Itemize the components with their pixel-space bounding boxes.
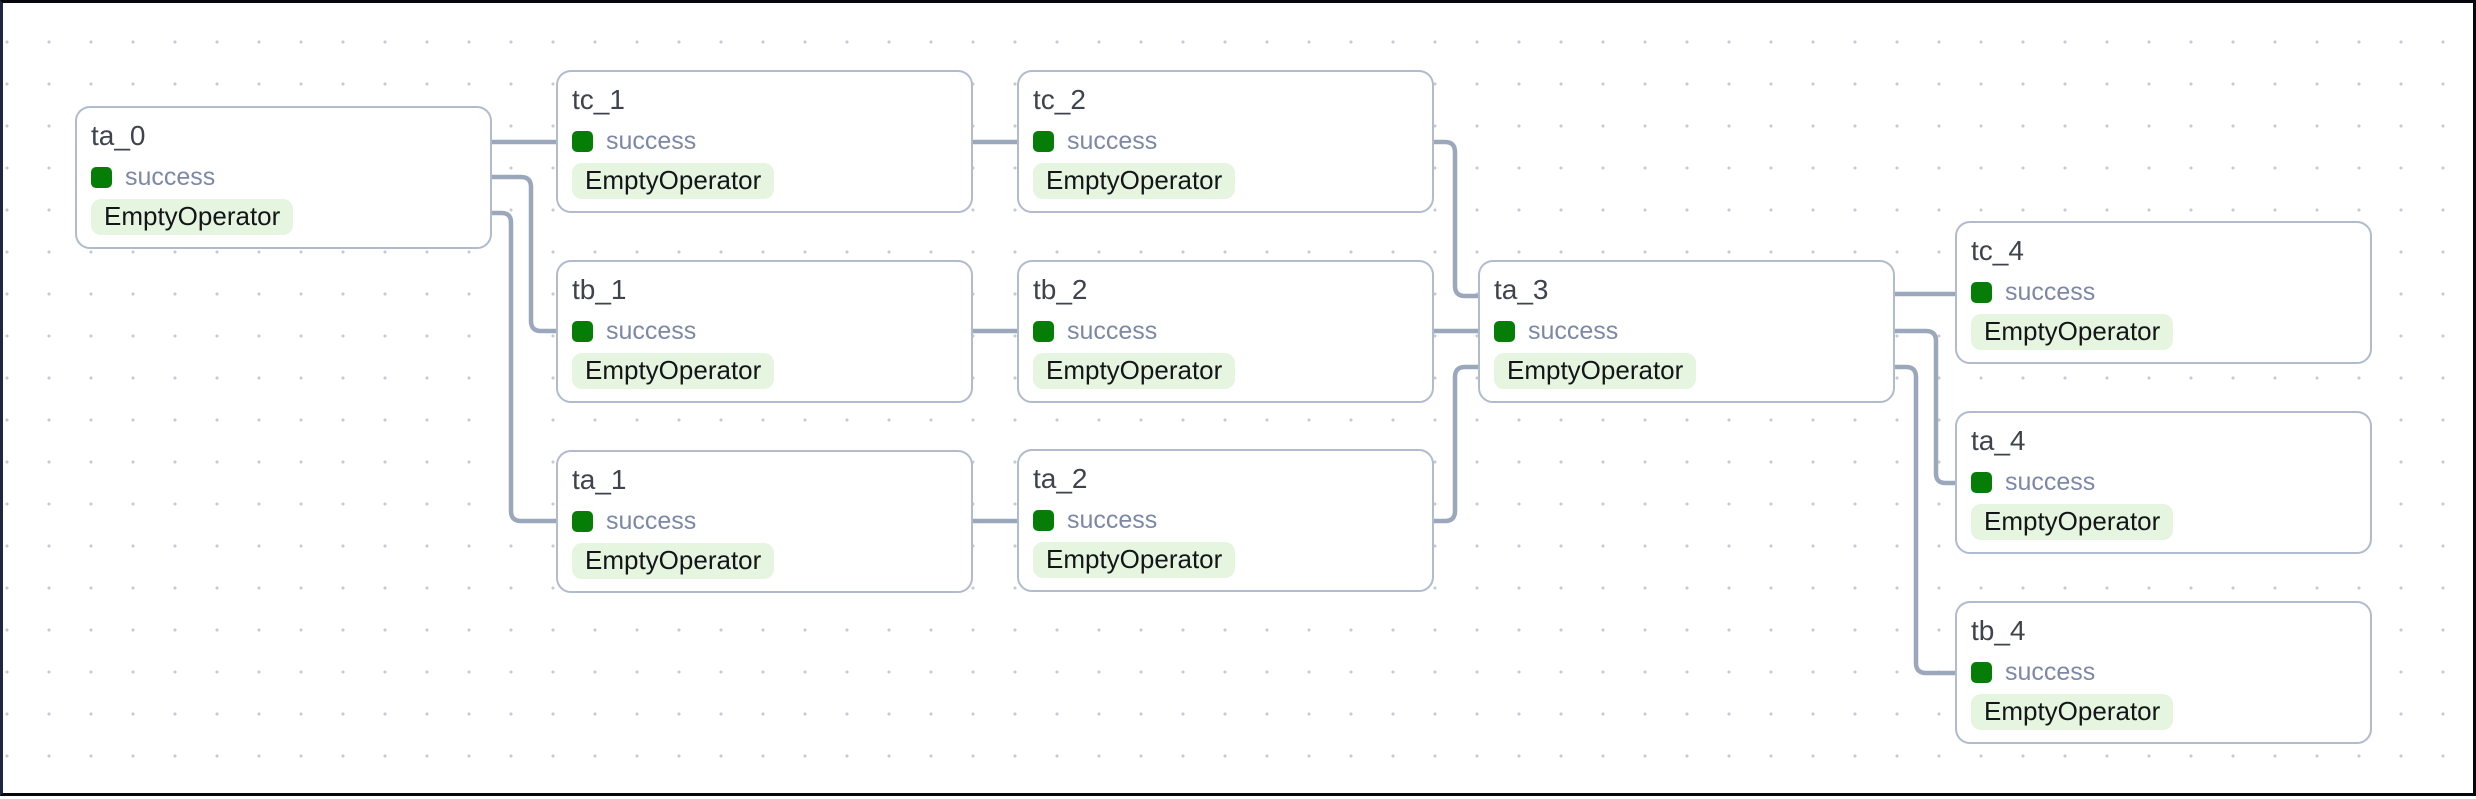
- task-operator-row: EmptyOperator: [572, 163, 957, 199]
- task-operator-row: EmptyOperator: [572, 353, 957, 389]
- task-operator-row: EmptyOperator: [1971, 314, 2356, 350]
- task-operator-row: EmptyOperator: [572, 543, 957, 579]
- task-node-tb_4[interactable]: tb_4 success EmptyOperator: [1955, 601, 2372, 744]
- task-state-row: success: [572, 507, 957, 535]
- task-node-tc_4[interactable]: tc_4 success EmptyOperator: [1955, 221, 2372, 364]
- edge-ta_0-to-tb_1: [492, 174, 556, 334]
- task-state-label: success: [2005, 467, 2096, 496]
- status-success-icon: [1971, 471, 1992, 493]
- task-operator-row: EmptyOperator: [1494, 353, 1879, 389]
- task-state-row: success: [572, 317, 957, 345]
- task-node-tb_1[interactable]: tb_1 success EmptyOperator: [556, 260, 973, 403]
- task-node-ta_2[interactable]: ta_2 success EmptyOperator: [1017, 449, 1434, 592]
- status-success-icon: [1971, 661, 1992, 683]
- task-operator-chip: EmptyOperator: [1033, 163, 1236, 199]
- task-state-label: success: [606, 316, 697, 345]
- status-success-icon: [1033, 130, 1054, 152]
- task-operator-row: EmptyOperator: [1033, 163, 1418, 199]
- task-state-label: success: [1067, 505, 1158, 534]
- task-name: tb_4: [1971, 615, 2026, 646]
- task-state-row: success: [1494, 317, 1879, 345]
- task-operator-row: EmptyOperator: [1033, 542, 1418, 578]
- status-success-icon: [91, 166, 112, 188]
- task-operator-chip: EmptyOperator: [1971, 314, 2174, 350]
- task-state-label: success: [1067, 126, 1158, 155]
- task-operator-chip: EmptyOperator: [572, 163, 775, 199]
- task-state-label: success: [2005, 277, 2096, 306]
- edge-ta_3-to-ta_4: [1895, 328, 1955, 486]
- task-operator-chip: EmptyOperator: [1494, 353, 1697, 389]
- task-state-label: success: [1067, 316, 1158, 345]
- task-name: ta_3: [1494, 274, 1549, 305]
- task-operator-chip: EmptyOperator: [1033, 542, 1236, 578]
- task-node-ta_1[interactable]: ta_1 success EmptyOperator: [556, 450, 973, 593]
- task-state-row: success: [1971, 468, 2356, 496]
- status-success-icon: [1033, 320, 1054, 342]
- task-name: tc_2: [1033, 84, 1086, 115]
- task-state-label: success: [1528, 316, 1619, 345]
- status-success-icon: [1033, 509, 1054, 531]
- status-success-icon: [572, 510, 593, 532]
- task-operator-row: EmptyOperator: [91, 199, 476, 235]
- status-success-icon: [572, 320, 593, 342]
- task-name: ta_4: [1971, 425, 2026, 456]
- status-success-icon: [572, 130, 593, 152]
- task-name: ta_0: [91, 120, 146, 151]
- task-operator-chip: EmptyOperator: [1033, 353, 1236, 389]
- task-node-tc_1[interactable]: tc_1 success EmptyOperator: [556, 70, 973, 213]
- task-state-label: success: [2005, 657, 2096, 686]
- task-state-row: success: [1971, 658, 2356, 686]
- task-state-label: success: [125, 162, 216, 191]
- task-operator-chip: EmptyOperator: [572, 353, 775, 389]
- status-success-icon: [1971, 281, 1992, 303]
- task-name: tb_2: [1033, 274, 1088, 305]
- task-state-row: success: [1033, 506, 1418, 534]
- task-node-tb_2[interactable]: tb_2 success EmptyOperator: [1017, 260, 1434, 403]
- task-state-row: success: [572, 127, 957, 155]
- task-state-row: success: [1033, 317, 1418, 345]
- task-node-ta_0[interactable]: ta_0 success EmptyOperator: [75, 106, 492, 249]
- task-name: ta_1: [572, 464, 627, 495]
- task-operator-row: EmptyOperator: [1971, 694, 2356, 730]
- edge-ta_0-to-ta_1: [492, 210, 556, 524]
- task-operator-chip: EmptyOperator: [91, 199, 294, 235]
- task-state-row: success: [1033, 127, 1418, 155]
- task-state-row: success: [1971, 278, 2356, 306]
- edge-ta_2-to-ta_3: [1434, 364, 1478, 524]
- task-state-row: success: [91, 163, 476, 191]
- task-node-ta_3[interactable]: ta_3 success EmptyOperator: [1478, 260, 1895, 403]
- task-node-ta_4[interactable]: ta_4 success EmptyOperator: [1955, 411, 2372, 554]
- task-operator-chip: EmptyOperator: [1971, 504, 2174, 540]
- task-operator-row: EmptyOperator: [1033, 353, 1418, 389]
- edge-tc_2-to-ta_3: [1434, 139, 1478, 299]
- task-name: tc_1: [572, 84, 625, 115]
- task-node-tc_2[interactable]: tc_2 success EmptyOperator: [1017, 70, 1434, 213]
- task-name: ta_2: [1033, 463, 1088, 494]
- task-operator-chip: EmptyOperator: [1971, 694, 2174, 730]
- task-operator-row: EmptyOperator: [1971, 504, 2356, 540]
- edge-ta_3-to-tb_4: [1895, 364, 1955, 676]
- task-name: tc_4: [1971, 235, 2024, 266]
- task-state-label: success: [606, 126, 697, 155]
- status-success-icon: [1494, 320, 1515, 342]
- task-operator-chip: EmptyOperator: [572, 543, 775, 579]
- task-state-label: success: [606, 506, 697, 535]
- task-name: tb_1: [572, 274, 627, 305]
